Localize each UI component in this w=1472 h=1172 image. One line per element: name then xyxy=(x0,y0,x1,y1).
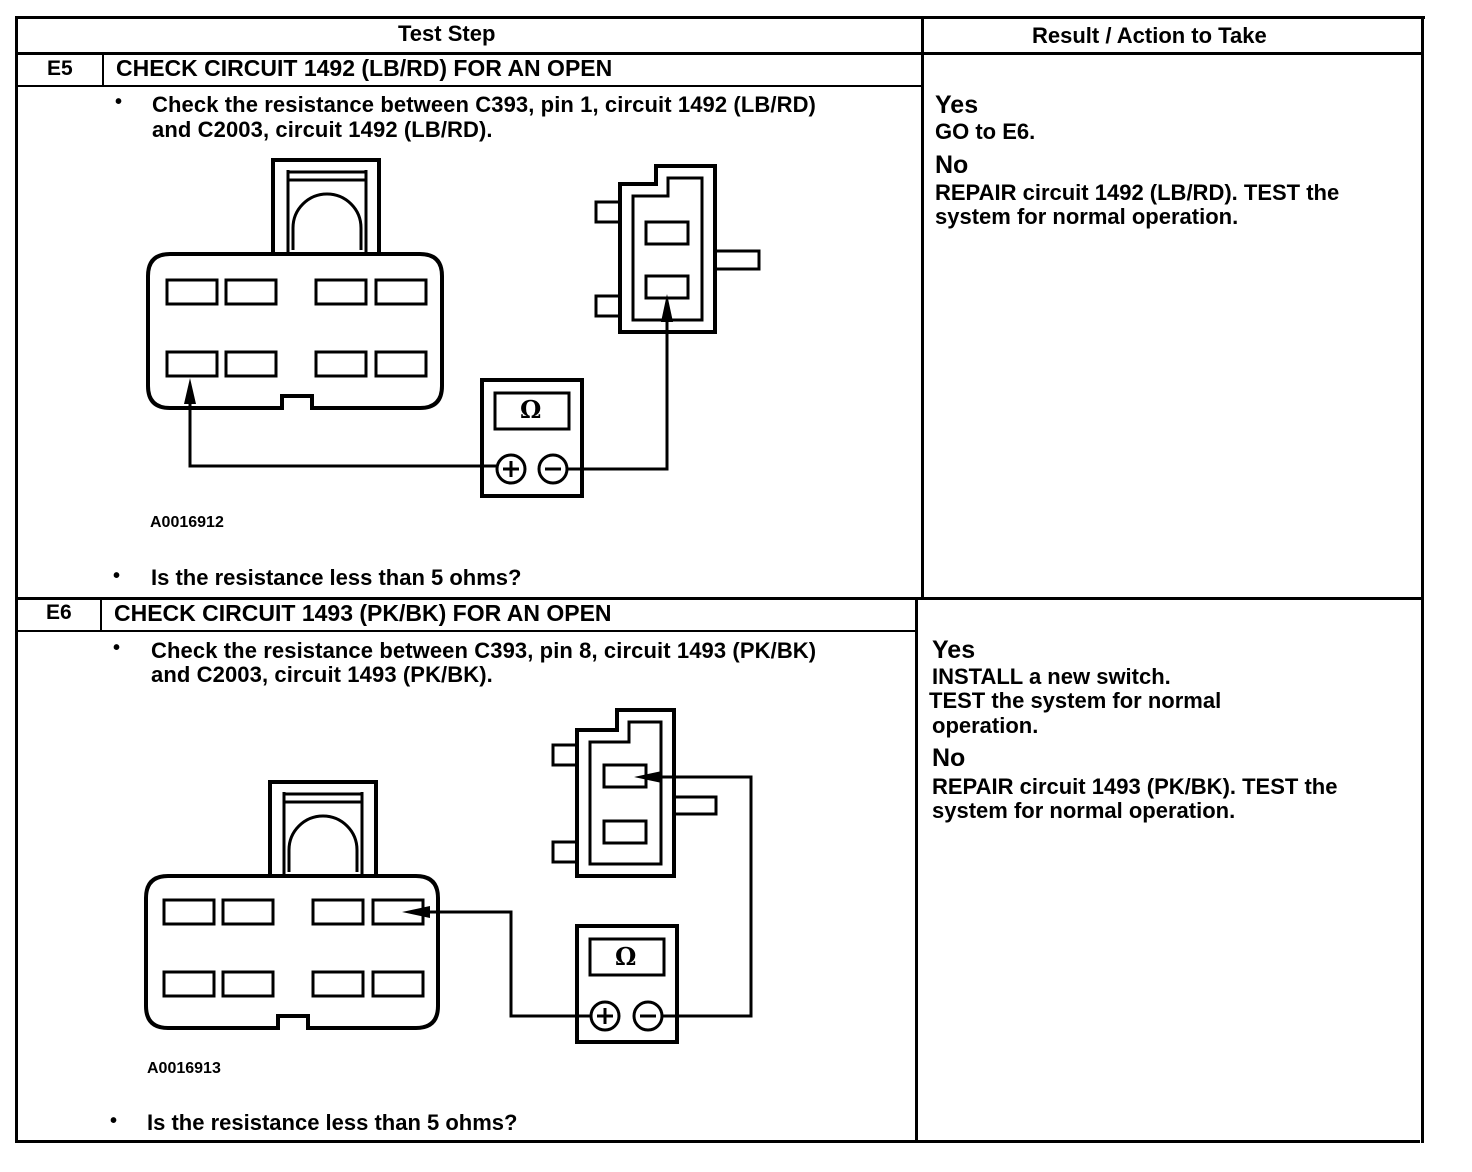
e5-instruction-line2: and C2003, circuit 1492 (LB/RD). xyxy=(152,117,493,142)
e5-test-leads xyxy=(188,312,669,471)
e5-step-title: CHECK CIRCUIT 1492 (LB/RD) FOR AN OPEN xyxy=(116,55,613,81)
column-divider-lower xyxy=(915,598,918,1143)
e5-ohmmeter xyxy=(480,378,584,498)
e6-yes-action-line3: operation. xyxy=(932,713,1039,738)
e6-no-action-line1: REPAIR circuit 1493 (PK/BK). TEST the xyxy=(932,774,1338,799)
header-result-action: Result / Action to Take xyxy=(1032,23,1267,48)
e5-question-bullet-icon: • xyxy=(113,565,121,587)
e6-bullet-icon: • xyxy=(113,637,121,659)
e6-ohm-symbol: Ω xyxy=(615,942,637,971)
e6-figure-id: A0016913 xyxy=(147,1060,221,1077)
e6-step-id: E6 xyxy=(46,601,72,624)
e5-connector-c393 xyxy=(146,158,444,410)
e5-bullet-icon: • xyxy=(115,91,123,113)
e6-connector-diagram xyxy=(144,708,753,1044)
column-divider-upper xyxy=(921,16,924,600)
e5-ohm-symbol: Ω xyxy=(520,395,542,424)
e5-no-label: No xyxy=(935,151,969,179)
e6-yes-action-line2: TEST the system for normal xyxy=(929,688,1222,713)
e5-title-divider xyxy=(15,85,924,87)
e6-ohmmeter xyxy=(575,924,679,1044)
e5-no-action-line1: REPAIR circuit 1492 (LB/RD). TEST the xyxy=(935,180,1340,205)
e6-instruction-line2: and C2003, circuit 1493 (PK/BK). xyxy=(151,662,493,687)
e5-figure-id: A0016912 xyxy=(150,514,224,531)
e6-test-leads xyxy=(420,775,753,1018)
e6-id-divider xyxy=(100,598,102,632)
table-border-right xyxy=(1421,16,1424,1143)
step-separator xyxy=(15,597,1424,600)
e5-connector-c2003 xyxy=(594,164,761,334)
e6-instruction-line1: Check the resistance between C393, pin 8… xyxy=(151,638,817,663)
e6-question-bullet-icon: • xyxy=(110,1110,118,1132)
e5-yes-label: Yes xyxy=(935,91,979,119)
e6-no-label: No xyxy=(932,744,966,772)
e5-step-id: E5 xyxy=(47,57,73,80)
e6-yes-action-line1: INSTALL a new switch. xyxy=(932,664,1171,689)
e6-connector-c2003 xyxy=(551,708,718,878)
e6-yes-label: Yes xyxy=(932,636,976,664)
e5-yes-action: GO to E6. xyxy=(935,119,1036,144)
e5-id-divider xyxy=(102,53,104,86)
e5-instruction-line1: Check the resistance between C393, pin 1… xyxy=(152,92,816,117)
e6-connector-c393 xyxy=(144,780,440,1030)
e5-probe-tips xyxy=(184,294,673,404)
table-border-bottom xyxy=(15,1140,1420,1143)
e6-probe-tips xyxy=(402,771,662,918)
table-border-left xyxy=(15,16,18,1143)
e6-title-divider xyxy=(15,630,918,632)
e5-question: Is the resistance less than 5 ohms? xyxy=(151,565,522,590)
table-border-top xyxy=(15,16,1425,19)
e5-connector-diagram xyxy=(146,158,761,498)
e6-step-title: CHECK CIRCUIT 1493 (PK/BK) FOR AN OPEN xyxy=(114,600,612,626)
e6-no-action-line2: system for normal operation. xyxy=(932,798,1236,823)
e5-no-action-line2: system for normal operation. xyxy=(935,204,1239,229)
header-divider xyxy=(15,52,1424,55)
e6-question: Is the resistance less than 5 ohms? xyxy=(147,1110,518,1135)
header-test-step: Test Step xyxy=(398,21,496,46)
